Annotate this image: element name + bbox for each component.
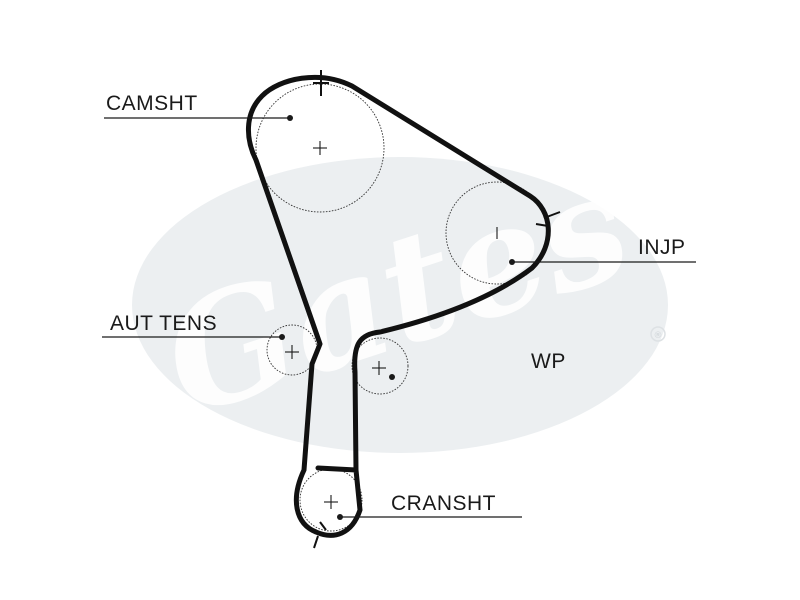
crankshaft-label: CRANSHT	[391, 492, 496, 515]
injection-pump-leader-dot	[509, 259, 515, 265]
injection-pump-timing-tick	[535, 223, 549, 227]
water-pump-center-cross	[372, 361, 386, 375]
tensioner-center-cross	[285, 345, 299, 359]
water-pump-dot	[389, 374, 395, 380]
gates-watermark-logo: Gates ®	[132, 137, 668, 453]
crankshaft-center-cross	[324, 495, 338, 509]
water-pump-label: WP	[531, 350, 566, 373]
crankshaft-leader-dot	[337, 514, 343, 520]
injection-pump-label: INJP	[638, 236, 686, 259]
watermark-oval	[132, 157, 668, 453]
crankshaft-timing-mark	[313, 535, 319, 549]
registered-mark-circle	[650, 326, 666, 342]
component-labels: CAMSHT INJP AUT TENS WP CRANSHT	[106, 92, 686, 515]
camshaft-leader-dot	[287, 115, 293, 121]
tensioner-leader-dot	[279, 334, 285, 340]
leaders	[102, 115, 696, 520]
camshaft-center-cross	[313, 141, 327, 155]
pulley-centers	[285, 141, 498, 509]
timing-marks	[313, 70, 561, 549]
crankshaft-pulley	[299, 468, 363, 532]
crankshaft-timing-tick	[319, 521, 327, 531]
water-pump-pulley	[351, 337, 409, 395]
camshaft-label: CAMSHT	[106, 92, 198, 115]
auto-tensioner-label: AUT TENS	[110, 312, 217, 335]
registered-mark: ®	[654, 331, 663, 341]
injection-pump-timing-mark	[543, 211, 561, 219]
